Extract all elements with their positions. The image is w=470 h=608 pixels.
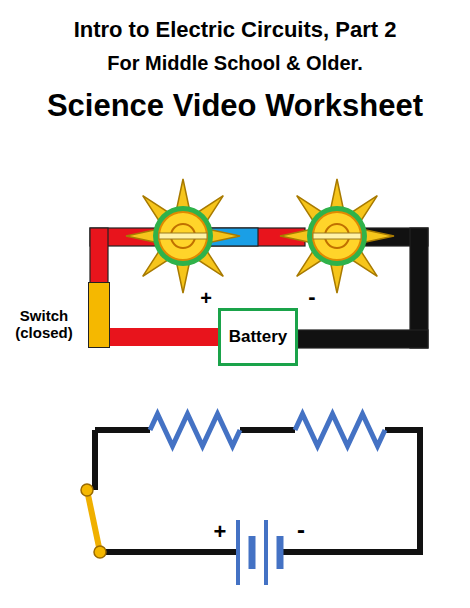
title: Intro to Electric Circuits, Part 2 [74,18,397,42]
black-wire [298,330,428,348]
battery-symbol [238,520,280,585]
node-label: Battery [229,327,288,347]
schematic-wire [95,430,420,552]
polarity-sign: - [308,285,315,309]
node-label: Switch (closed) [5,307,83,342]
worksheet-heading: Science Video Worksheet [47,89,423,123]
resistor-symbol [295,414,385,446]
switch-contact [81,484,93,496]
wire [110,328,218,346]
light-bulb [280,179,394,293]
resistor-symbol [150,414,240,446]
switch-symbol [87,490,100,552]
schematic [81,414,420,585]
wires [90,228,428,348]
light-bulb [126,179,240,293]
subtitle: For Middle School & Older. [107,52,363,74]
battery-box: Battery [218,308,298,366]
polarity-sign: + [214,520,227,544]
red-wire [90,228,108,284]
polarity-sign: + [200,287,212,309]
switch-contact [94,546,106,558]
polarity-sign: - [297,517,305,543]
switch-box: Switch (closed) [88,282,110,348]
